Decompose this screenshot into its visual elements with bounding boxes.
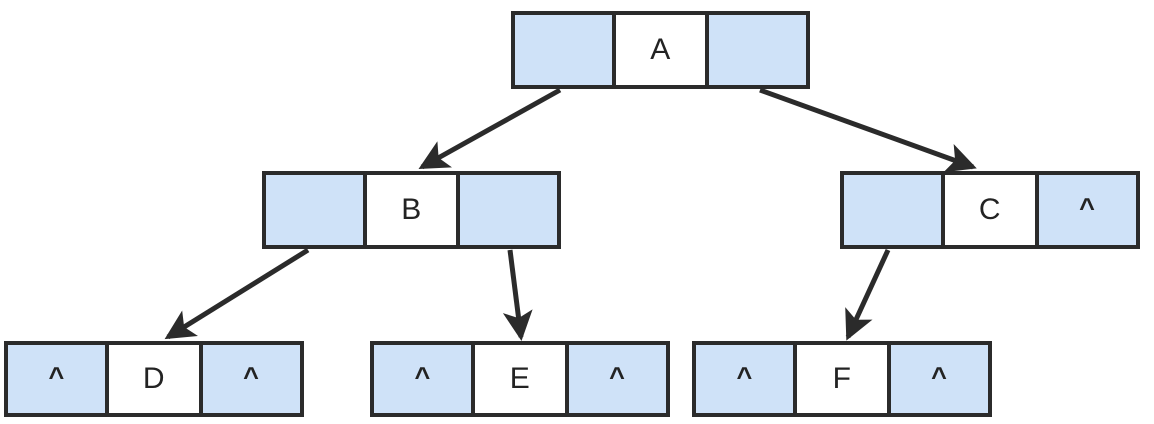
- null-marker-icon: ^: [1079, 192, 1096, 223]
- tree-node-d[interactable]: ^ D ^: [4, 341, 304, 417]
- node-d-right-pointer-cell: ^: [202, 345, 300, 413]
- node-b-left-pointer-cell: [266, 175, 364, 245]
- edge-b-right-to-e: [502, 249, 533, 341]
- edge-b-left-to-d: [164, 247, 310, 340]
- tree-node-f[interactable]: ^ F ^: [692, 341, 992, 417]
- null-marker-icon: ^: [931, 361, 948, 392]
- null-marker-icon: ^: [414, 361, 431, 392]
- node-d-value-cell: D: [105, 345, 203, 413]
- tree-node-e[interactable]: ^ E ^: [370, 341, 670, 417]
- node-a-left-pointer-cell: [515, 15, 613, 85]
- null-marker-icon: ^: [243, 361, 260, 392]
- null-marker-icon: ^: [48, 361, 65, 392]
- node-e-left-pointer-cell: ^: [374, 345, 472, 413]
- tree-node-c[interactable]: C^: [840, 171, 1140, 249]
- node-b-value-cell: B: [363, 175, 460, 245]
- tree-node-b[interactable]: B: [262, 171, 561, 249]
- null-marker-icon: ^: [736, 361, 753, 392]
- node-c-right-pointer-cell: ^: [1038, 175, 1136, 245]
- node-f-left-pointer-cell: ^: [696, 345, 794, 413]
- node-b-right-pointer-cell: [459, 175, 557, 245]
- node-c-value-cell: C: [941, 175, 1039, 245]
- node-e-value-cell: E: [471, 345, 569, 413]
- edge-a-right-to-c: [759, 87, 977, 173]
- node-a-right-pointer-cell: [708, 15, 806, 85]
- null-marker-icon: ^: [609, 361, 626, 392]
- node-f-value-cell: F: [793, 345, 891, 413]
- edge-a-left-to-b: [418, 87, 562, 170]
- node-a-value-cell: A: [612, 15, 709, 85]
- node-c-left-pointer-cell: [844, 175, 942, 245]
- node-e-right-pointer-cell: ^: [568, 345, 666, 413]
- edge-c-left-to-f: [845, 248, 891, 341]
- tree-node-a[interactable]: A: [511, 11, 810, 89]
- node-d-left-pointer-cell: ^: [8, 345, 106, 413]
- node-f-right-pointer-cell: ^: [890, 345, 988, 413]
